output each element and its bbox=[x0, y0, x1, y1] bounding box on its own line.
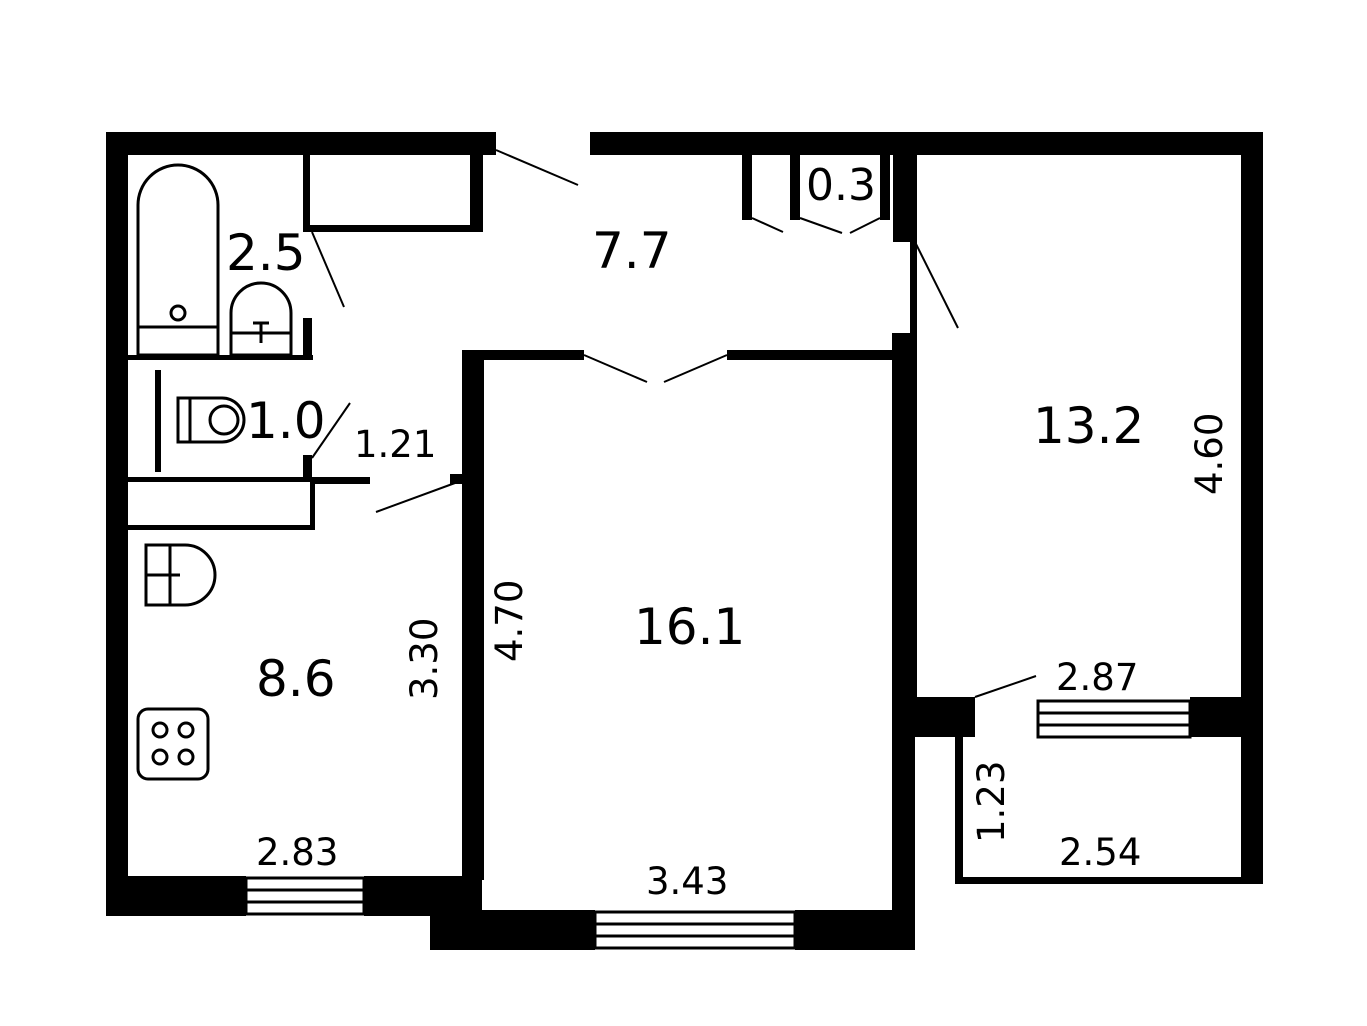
dim-kitchen-width: 2.83 bbox=[256, 831, 338, 874]
kitchen-sink-icon bbox=[144, 543, 217, 607]
room-area-living: 16.1 bbox=[634, 598, 745, 656]
room-labels: 2.5 7.7 0.3 13.2 1.0 16.1 8.6 bbox=[226, 160, 1144, 708]
room-area-closet: 0.3 bbox=[806, 160, 876, 211]
dim-bedroom-depth: 4.60 bbox=[1188, 413, 1231, 495]
stove-icon bbox=[136, 707, 210, 781]
dim-corridor-width: 1.21 bbox=[354, 423, 436, 466]
dim-balcony-width: 2.54 bbox=[1059, 831, 1141, 874]
room-area-bedroom: 13.2 bbox=[1033, 397, 1144, 455]
fixtures bbox=[136, 163, 293, 781]
dim-kitchen-depth: 3.30 bbox=[403, 618, 446, 700]
windows bbox=[244, 699, 1192, 950]
window-kitchen bbox=[244, 876, 366, 916]
window-bedroom bbox=[1036, 699, 1192, 739]
dim-living-depth: 4.70 bbox=[488, 580, 531, 662]
room-area-kitchen: 8.6 bbox=[256, 650, 336, 708]
dim-balcony-depth: 1.23 bbox=[970, 761, 1013, 843]
dimension-labels: 1.21 4.60 4.70 3.30 2.83 3.43 2.87 1.23 … bbox=[256, 413, 1231, 903]
door-swings bbox=[311, 149, 1037, 698]
room-area-hall: 7.7 bbox=[592, 222, 672, 280]
window-living bbox=[593, 910, 797, 950]
dim-bedroom-width: 2.87 bbox=[1056, 656, 1138, 699]
sink-icon bbox=[229, 281, 293, 357]
walls bbox=[106, 132, 1263, 950]
toilet-icon bbox=[176, 396, 246, 444]
room-area-bathroom: 2.5 bbox=[226, 224, 306, 282]
room-area-toilet: 1.0 bbox=[246, 392, 326, 450]
bathtub-icon bbox=[136, 163, 220, 357]
dim-living-width: 3.43 bbox=[646, 860, 728, 903]
